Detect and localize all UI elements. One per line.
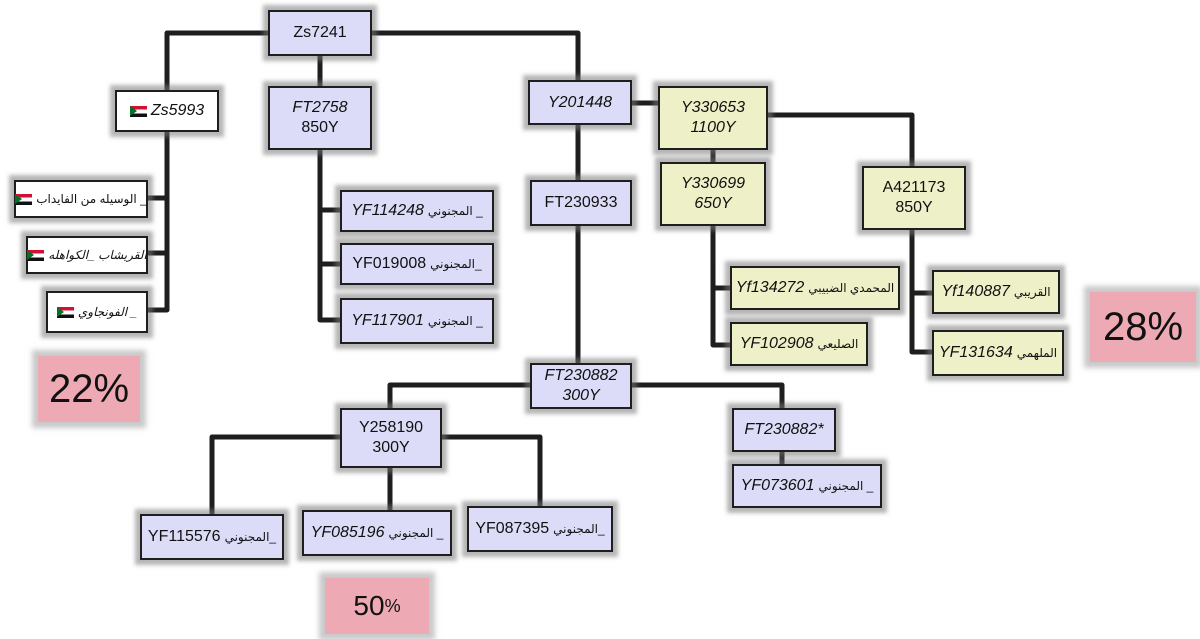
node-y330699: Y330699 650Y	[660, 162, 766, 226]
sudan-flag-icon	[56, 306, 74, 318]
connector-a421173-children	[909, 227, 935, 355]
sudan-flag-icon	[129, 105, 147, 117]
tribe-label: المحمدي الضبيبي	[808, 281, 895, 295]
node-ft2758: FT2758 850Y	[268, 86, 372, 150]
node-code: Zs5993	[150, 102, 205, 119]
node-code: FT230933	[544, 194, 618, 211]
node-code: FT2758	[292, 99, 348, 116]
percentage-value: 28%	[1102, 305, 1184, 349]
node-code: YF114248	[351, 202, 424, 219]
tribe-label: المجنوني _	[427, 204, 483, 218]
node-y258190: Y258190 300Y	[340, 408, 442, 468]
node-code: YF117901	[351, 312, 424, 329]
tribe-label: القريبي	[1013, 285, 1051, 299]
percentage-badge-left: 22%	[38, 356, 140, 422]
tribe-label: الصليعي	[817, 337, 859, 351]
percentage-value: 22%	[48, 367, 130, 411]
node-code: YF131634	[938, 344, 1013, 361]
node-tribe-alqurayshab: القريشاب _الكواهله	[26, 236, 148, 274]
connector-root-zs5993	[164, 30, 271, 93]
node-code: FT230882	[544, 367, 618, 384]
node-code: Y330699	[680, 175, 746, 192]
tribe-label: المجنوني _	[388, 526, 444, 540]
node-code: YF019008	[352, 255, 427, 272]
node-code: A421173	[882, 179, 946, 196]
node-age: 650Y	[694, 195, 732, 212]
node-ft230882: FT230882 300Y	[530, 363, 632, 409]
percentage-value: 50	[353, 590, 385, 621]
connector-y258190-children	[209, 434, 543, 521]
node-code: YF085196	[310, 524, 385, 541]
percentage-badge-right: 28%	[1090, 292, 1196, 362]
tribe-label: المجنوني_	[224, 530, 277, 544]
tribe-label: الوسيله من الفايداب _	[36, 192, 147, 206]
node-ft230882-star: FT230882*	[732, 408, 836, 452]
sudan-flag-icon	[15, 193, 33, 205]
node-age: 850Y	[895, 199, 933, 216]
node-code: YF115576	[147, 528, 221, 545]
connector-root-y201448	[367, 30, 581, 83]
node-code: Y258190	[358, 419, 424, 436]
node-ft230933: FT230933	[530, 180, 632, 226]
node-age: 850Y	[301, 119, 339, 136]
node-a421173: A421173 850Y	[862, 166, 966, 230]
node-code: YF087395	[475, 520, 550, 537]
node-tribe-alwasila: الوسيله من الفايداب _	[14, 180, 148, 218]
node-code: Yf140887	[941, 283, 1010, 300]
tribe-label: المجنوني_	[430, 257, 482, 271]
node-zs5993: Zs5993	[115, 90, 219, 132]
tribe-label: المجنوني _	[427, 314, 483, 328]
node-y201448: Y201448	[528, 80, 632, 125]
node-age: 300Y	[562, 387, 600, 404]
node-code: Zs7241	[293, 24, 347, 41]
node-code: Yf134272	[735, 279, 805, 296]
node-code: FT230882*	[744, 421, 824, 438]
tribe-label: الفونجاوي _	[77, 305, 138, 319]
node-age: 300Y	[372, 439, 410, 456]
node-code: YF102908	[739, 335, 814, 352]
node-code: Y330653	[680, 99, 746, 116]
tribe-label: القريشاب _الكواهله	[48, 248, 147, 262]
connector-ft230882-branches	[387, 382, 785, 411]
tribe-label: المجنوني_	[553, 522, 605, 536]
connector-y330699-children	[710, 222, 733, 348]
node-zs7241: Zs7241	[268, 10, 372, 56]
connector-ft2758-children	[317, 147, 343, 323]
node-age: 1100Y	[690, 119, 736, 136]
node-code: Y201448	[547, 93, 613, 111]
percentage-sign: %	[384, 596, 401, 616]
percentage-badge-bottom: 50%	[325, 578, 429, 634]
tribe-label: الملهمي	[1016, 346, 1058, 360]
connector-y330653-a421173	[765, 112, 915, 173]
node-code: YF073601	[740, 477, 815, 494]
connector-zs5993-tribes	[145, 127, 170, 313]
node-tribe-alfunjawi: الفونجاوي _	[46, 291, 148, 333]
tribe-label: المجنوني _	[818, 479, 874, 493]
node-y330653: Y330653 1100Y	[658, 86, 768, 150]
sudan-flag-icon	[27, 249, 45, 261]
